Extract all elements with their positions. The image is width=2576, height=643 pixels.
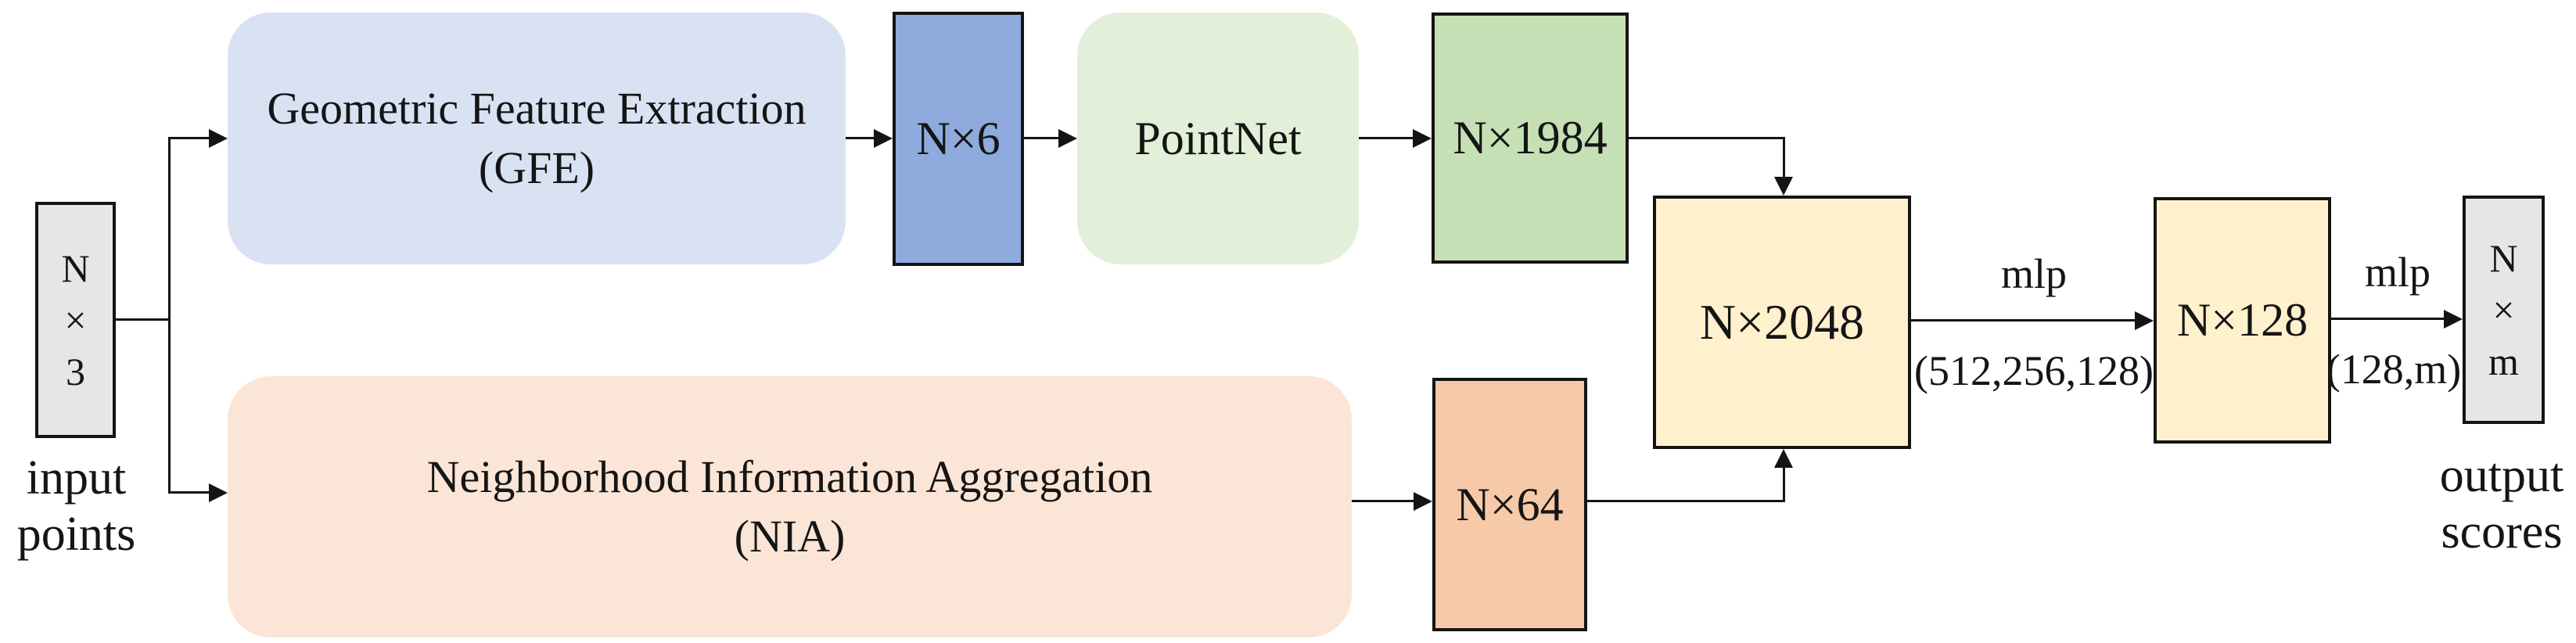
nx1984-label: N×1984 [1453,112,1608,163]
nx128-label: N×128 [2176,294,2308,346]
input-tensor-line: 3 [66,350,85,393]
branch-to-gfe-line [168,137,209,139]
output-tensor-line: × [2492,288,2515,332]
input-branch-vertical-line [168,137,171,494]
arrowhead-into-nx64 [1414,492,1432,511]
arrowhead-into-output [2444,310,2463,329]
branch-to-nia-line [168,491,209,494]
pointnet-label: PointNet [1134,112,1302,164]
output-tensor-line: m [2488,339,2519,383]
arrowhead-into-nx128 [2135,311,2154,330]
nx64-elbow-horizontal-line [1587,500,1785,502]
nx64-label: N×64 [1456,478,1564,530]
gfe-panel: Geometric Feature Extraction (GFE) [228,13,846,264]
output-caption-line2: scores [2441,505,2563,559]
input-tensor-line: × [64,298,87,342]
nx6-tensor-box: N×6 [893,12,1024,266]
pointnet-to-nx1984-line [1359,137,1413,139]
nx64-elbow-vertical-line [1783,466,1785,502]
mlp2-params: (128,m) [2326,346,2462,393]
nx128-tensor-box: N×128 [2154,197,2331,444]
nia-to-nx64-line [1352,500,1414,502]
gfe-to-nx6-line [846,137,874,139]
output-tensor-box: N × m [2463,196,2545,424]
arrowhead-into-nia [209,483,228,502]
nia-title: Neighborhood Information Aggregation [426,451,1153,502]
input-caption-line2: points [16,508,136,561]
pointnet-panel: PointNet [1077,13,1359,264]
nx1984-elbow-horizontal-line [1629,137,1785,139]
input-tensor-line: N [61,246,90,290]
gfe-title: Geometric Feature Extraction [267,83,807,134]
arrowhead-into-pointnet [1058,129,1077,148]
nia-subtitle: (NIA) [734,511,846,562]
output-tensor-line: N [2489,236,2518,280]
arrowhead-into-nx1984 [1413,129,1432,148]
arrowhead-into-nx2048-bottom [1774,449,1793,468]
input-tensor-box: N × 3 [35,202,116,438]
nx2048-label: N×2048 [1699,294,1865,350]
mlp1-label: mlp [2000,250,2067,297]
nx6-label: N×6 [916,113,1001,164]
nx64-tensor-box: N×64 [1432,378,1587,631]
arrowhead-into-gfe [209,129,228,148]
nx1984-elbow-vertical-line [1783,137,1785,177]
nx6-to-pointnet-line [1024,137,1058,139]
output-caption-line1: output [2439,449,2564,502]
input-caption: input points [4,450,149,562]
output-caption: output scores [2427,447,2576,560]
nx2048-tensor-box: N×2048 [1653,196,1911,449]
nx2048-to-nx128-line [1911,319,2135,322]
nia-panel: Neighborhood Information Aggregation (NI… [228,376,1352,638]
nx128-to-output-line [2331,318,2444,320]
input-branch-stub-line [116,318,171,321]
input-caption-line1: input [26,451,127,505]
arrowhead-into-nx2048-top [1774,177,1793,196]
gfe-subtitle: (GFE) [478,142,595,193]
mlp1-params: (512,256,128) [1914,347,2154,394]
arrowhead-into-nx6 [874,129,893,148]
mlp2-label: mlp [2364,249,2430,296]
nx1984-tensor-box: N×1984 [1432,13,1629,264]
